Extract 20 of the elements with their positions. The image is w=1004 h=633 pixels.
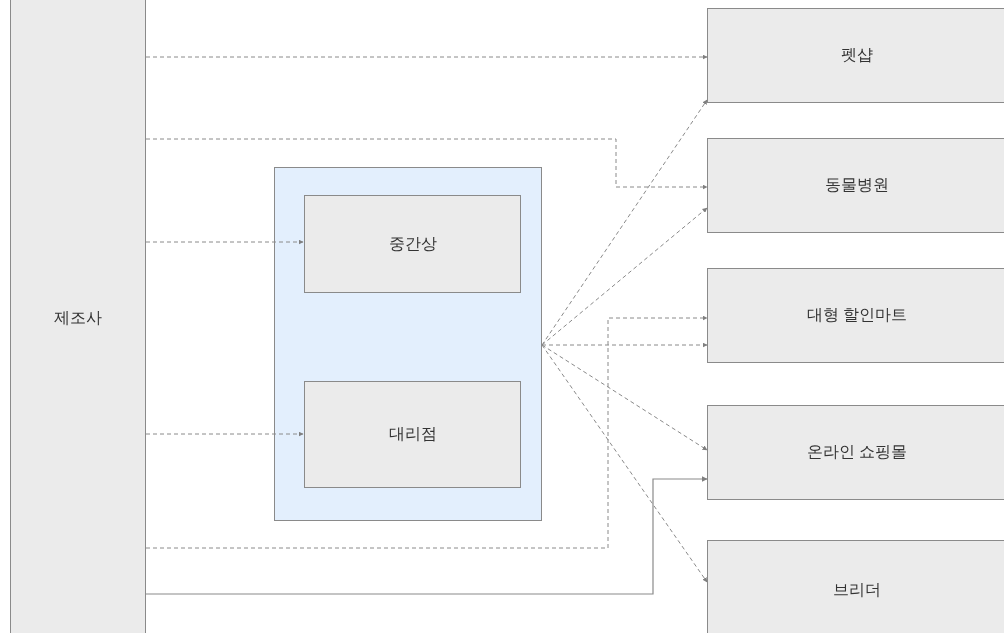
arrow [145,54,708,60]
channel-box: 동물병원 [707,138,1004,233]
arrow [145,476,708,595]
channel-box: 중간상 [304,195,521,293]
arrow [145,431,304,437]
group-box [274,167,542,521]
arrow [145,239,304,245]
arrow [541,344,708,451]
channel-box: 브리더 [707,540,1004,633]
channel-box: 대형 할인마트 [707,268,1004,363]
arrow [145,315,708,549]
channel-box: 온라인 쇼핑몰 [707,405,1004,500]
arrow [145,138,708,190]
arrow [541,207,708,346]
channel-box: 대리점 [304,381,521,488]
arrow [541,342,708,348]
arrow [541,344,708,583]
arrow [541,99,708,346]
channel-box: 펫샵 [707,8,1004,103]
channel-box: 제조사 [10,0,146,633]
